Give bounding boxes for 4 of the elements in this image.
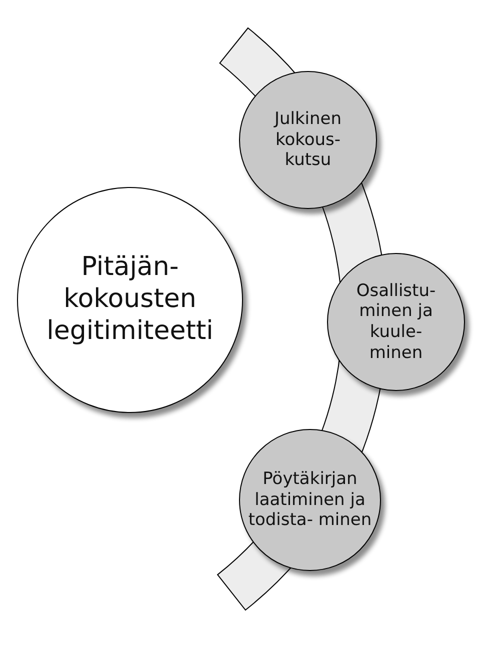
circle-label: Pitäjän- kokousten legitimiteetti <box>46 252 214 348</box>
circle-label: Julkinen kokous- kutsu <box>272 108 343 172</box>
circle-label: Pöytäkirjan laatiminen ja todista- minen <box>247 468 373 532</box>
circle-label: Osallistu- minen ja kuule- minen <box>355 280 437 364</box>
